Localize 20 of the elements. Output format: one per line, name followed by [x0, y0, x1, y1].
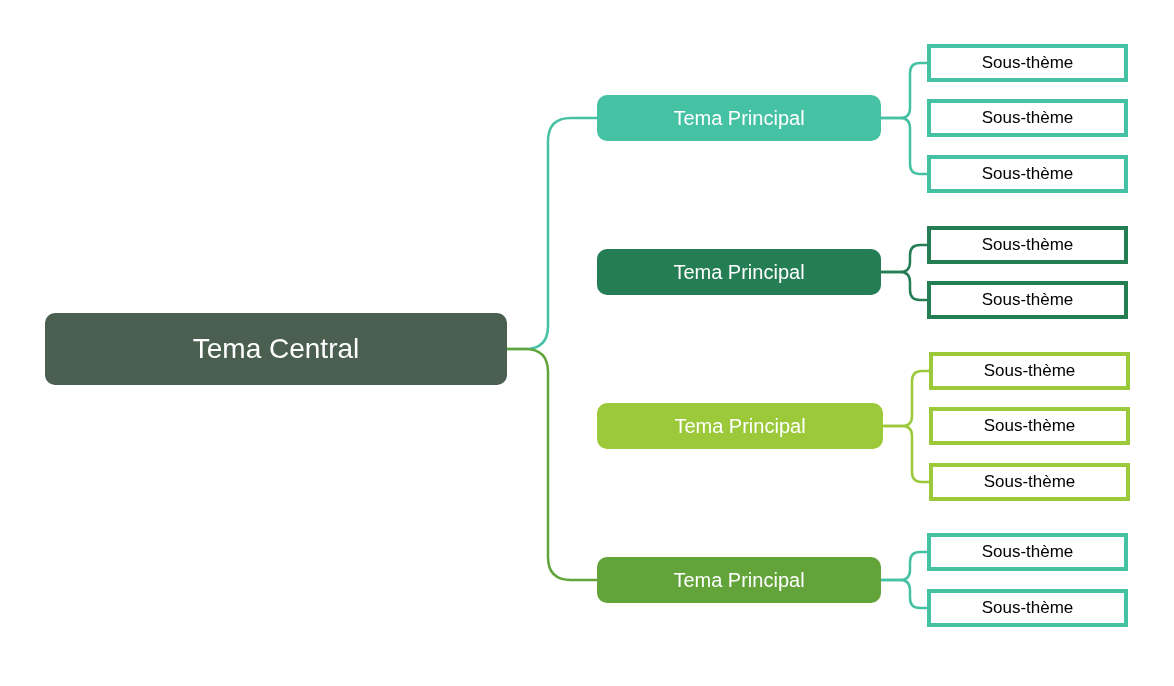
subtopic-box: Sous-thème [927, 226, 1128, 264]
subtopic-box: Sous-thème [927, 155, 1128, 193]
subtopic-box: Sous-thème [929, 352, 1130, 390]
subtopic-box: Sous-thème [929, 463, 1130, 501]
subtopic-box: Sous-thème [927, 99, 1128, 137]
main-topic-box: Tema Principal [597, 403, 883, 449]
main-topic-box: Tema Principal [597, 249, 881, 295]
brace-connector [505, 347, 599, 582]
main-topic-box: Tema Principal [597, 557, 881, 603]
central-topic-box: Tema Central [45, 313, 507, 385]
brace-connector [879, 270, 929, 302]
brace-connector [879, 116, 929, 176]
brace-connector [881, 424, 931, 484]
brace-connector [879, 578, 929, 610]
subtopic-box: Sous-thème [929, 407, 1130, 445]
subtopic-box: Sous-thème [927, 589, 1128, 627]
subtopic-box: Sous-thème [927, 44, 1128, 82]
subtopic-box: Sous-thème [927, 533, 1128, 571]
main-topic-box: Tema Principal [597, 95, 881, 141]
subtopic-box: Sous-thème [927, 281, 1128, 319]
